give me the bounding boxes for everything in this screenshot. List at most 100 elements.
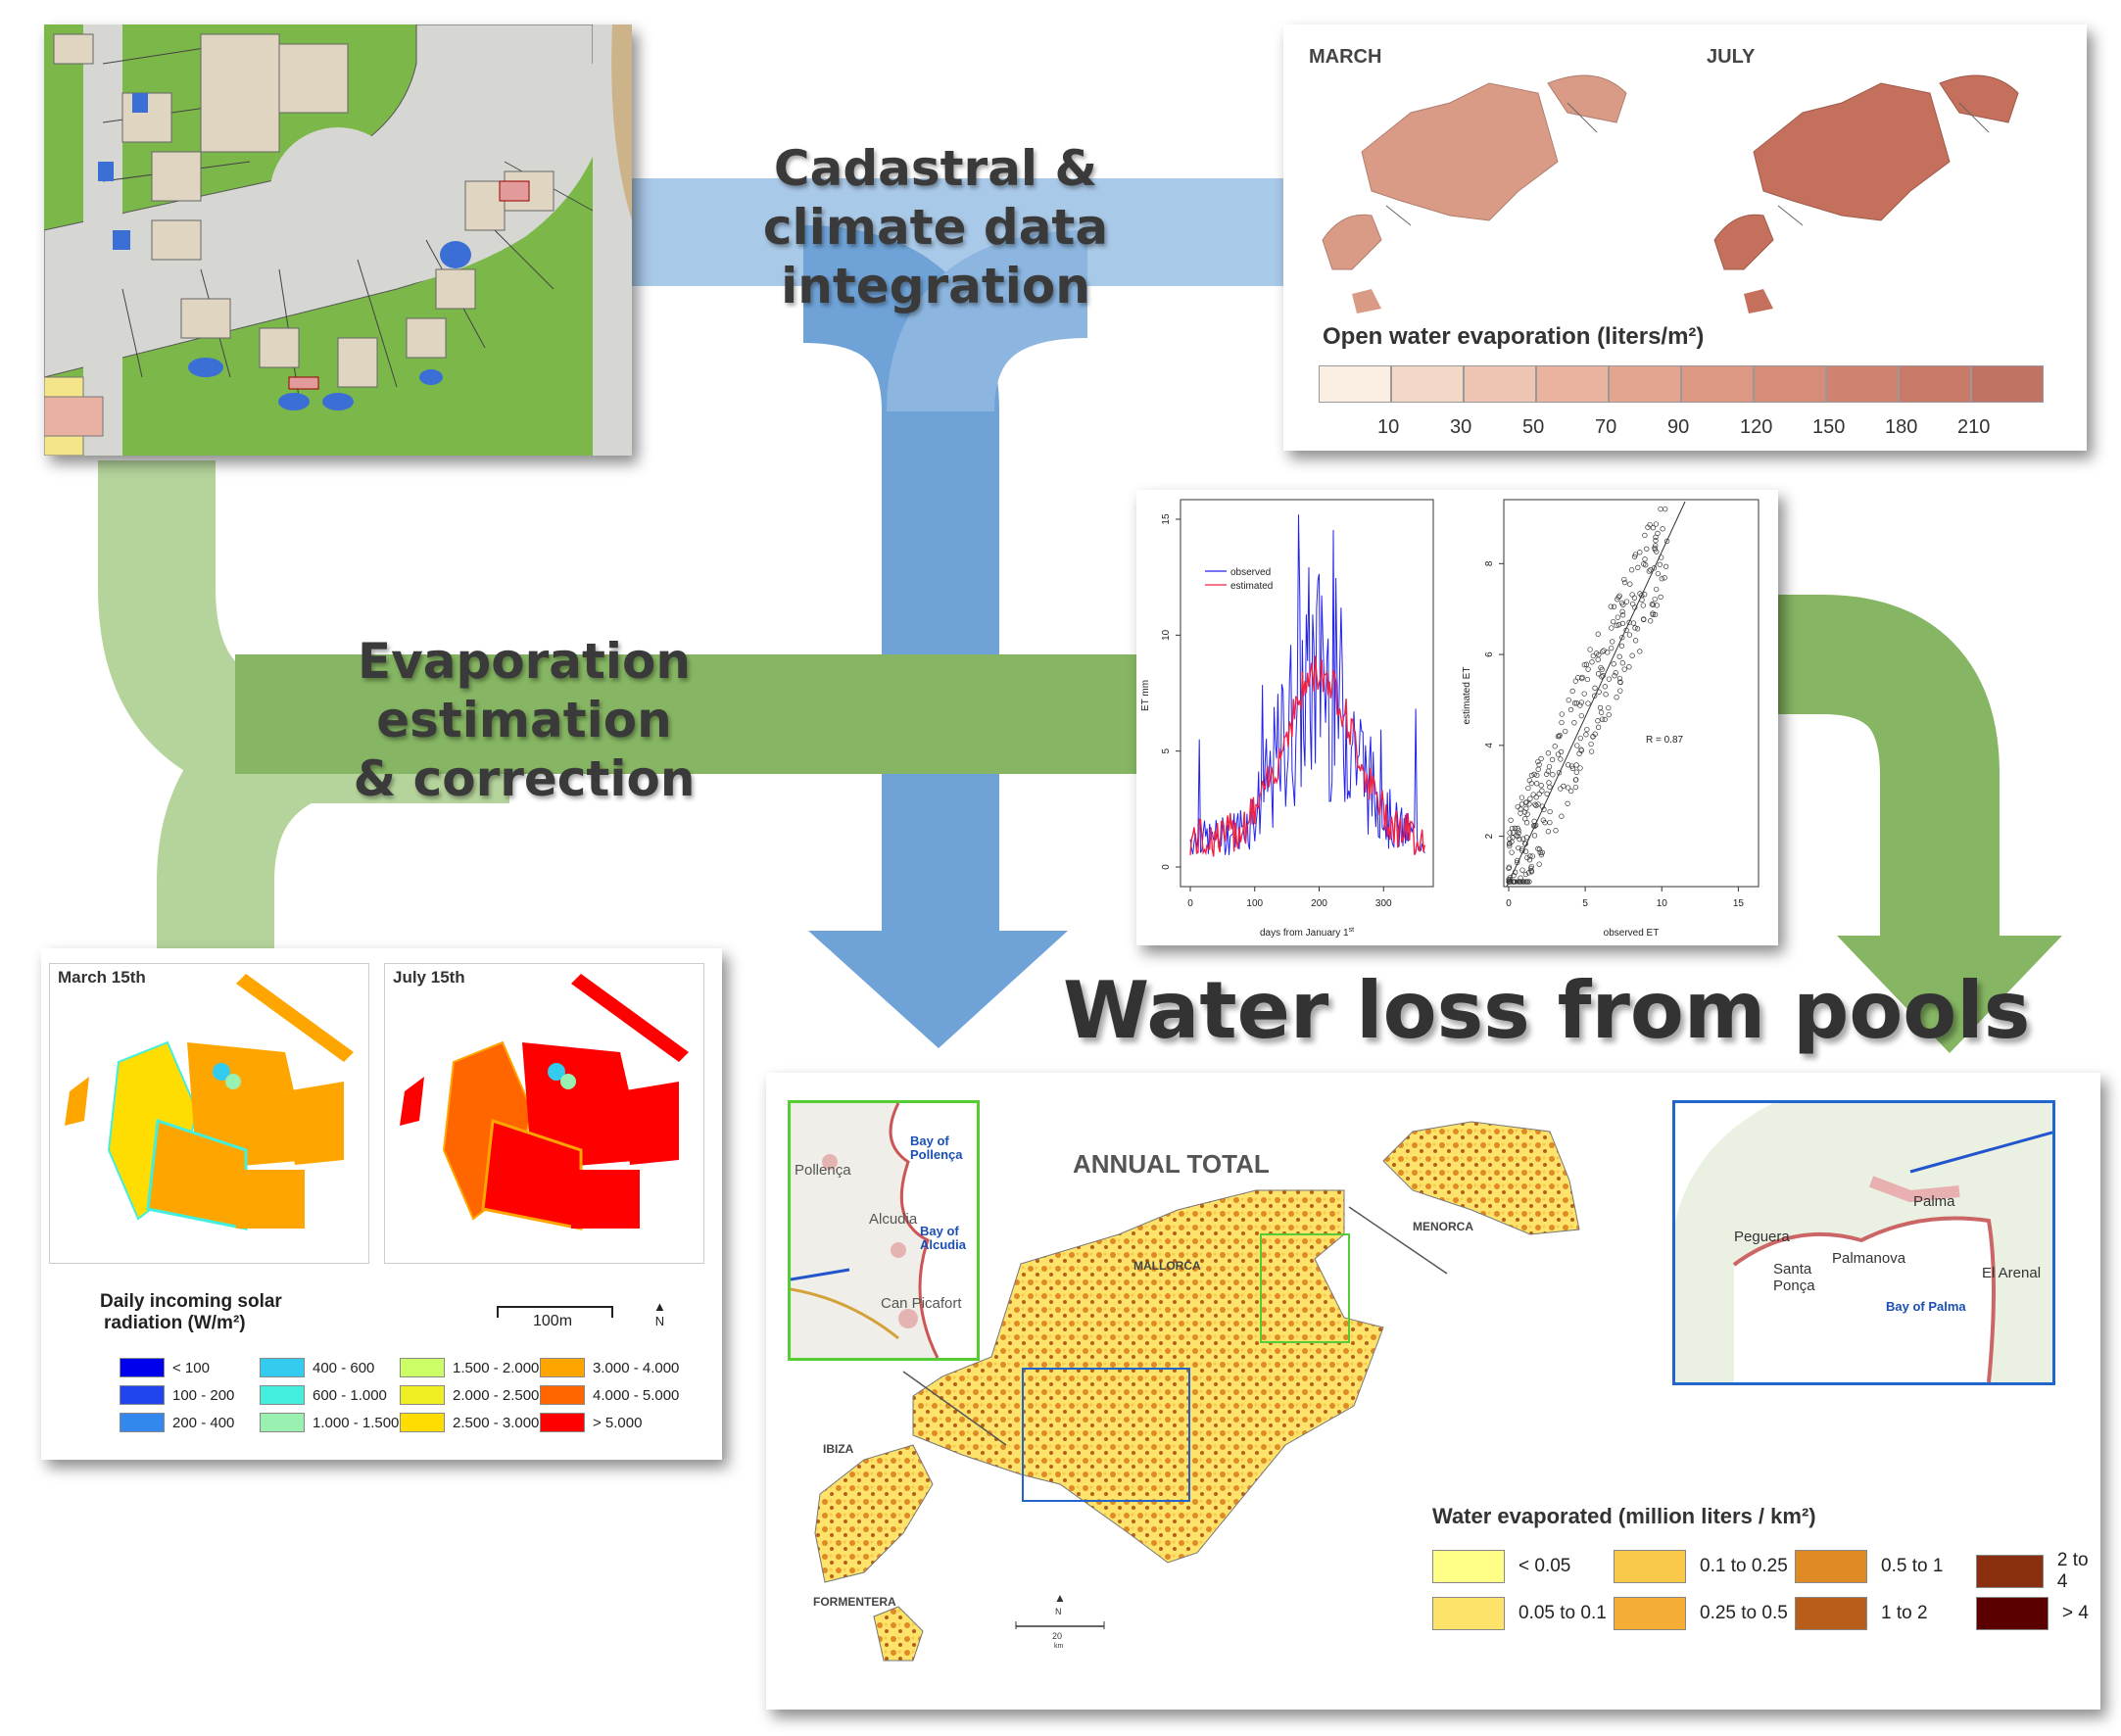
evaporation-legend-tick: 90 (1667, 416, 1690, 438)
label-formentera: FORMENTERA (813, 1595, 896, 1609)
scatter-point (1651, 565, 1658, 571)
scatter-point (1646, 568, 1652, 574)
scatter-point (1520, 836, 1526, 842)
march-islands-map (1322, 74, 1627, 313)
main-title: Water loss from pools (1063, 965, 2031, 1056)
scatter-point (1538, 851, 1545, 858)
evaporation-legend-tick: 210 (1957, 416, 1991, 438)
scatter-point (1637, 649, 1643, 654)
scatter-point (1536, 861, 1542, 867)
scatter-point (1619, 620, 1625, 627)
scatter-point (1642, 532, 1648, 539)
scatter-point (1558, 748, 1565, 755)
scatter-point (1519, 847, 1525, 854)
scatter-point (1574, 743, 1580, 748)
scatter-point (1578, 747, 1584, 752)
scatter-point (1539, 803, 1546, 809)
scatter-point (1621, 579, 1628, 586)
scatter-point (1639, 597, 1645, 603)
annual-title: ANNUAL TOTAL (1073, 1149, 1270, 1179)
scatter-point (1526, 879, 1532, 885)
scatter-point (1628, 567, 1635, 573)
annual-north-arrow-icon: ▲ (1054, 1591, 1066, 1605)
scatter-point (1614, 622, 1619, 629)
scatter-point (1529, 853, 1535, 859)
solar-legend-swatch (540, 1413, 585, 1432)
evaporation-legend-swatch (1899, 365, 1971, 403)
evaporation-legend-swatch (1609, 365, 1681, 403)
scatter-point (1571, 700, 1578, 706)
scatter-point (1526, 801, 1532, 807)
scatter-point (1518, 875, 1523, 881)
scatter-point (1619, 612, 1626, 618)
evaporation-legend-swatch (1464, 365, 1536, 403)
evaporation-legend-swatch (1391, 365, 1464, 403)
scatter-point (1655, 570, 1662, 577)
cadastral-map (44, 24, 632, 456)
scatter-point (1521, 809, 1528, 815)
scatter-point (1610, 639, 1615, 645)
solar-legend-swatch (400, 1385, 445, 1405)
annual-legend-label: > 4 (2062, 1603, 2089, 1623)
scatter-point (1637, 550, 1643, 555)
scatter-point (1559, 813, 1565, 819)
scatter-point (1507, 836, 1513, 842)
inset-can-picafort: Can Picafort (881, 1295, 962, 1312)
scatter-point (1556, 770, 1563, 776)
evaporation-legend-tick: 50 (1522, 416, 1545, 438)
annual-legend-item: < 0.05 (1432, 1550, 1570, 1583)
scatter-point (1608, 603, 1614, 609)
scatter-point (1623, 599, 1630, 604)
scatter-point (1653, 534, 1659, 540)
scatter-point (1573, 700, 1579, 706)
scatter-point (1605, 650, 1611, 655)
mallorca-north-box (1260, 1233, 1350, 1343)
evaporation-panel: MARCH JULY Open water evaporation (liter… (1283, 24, 2087, 451)
scatter-point (1621, 666, 1627, 672)
solar-legend-label: 4.000 - 5.000 (593, 1386, 680, 1404)
solar-legend-item: 1.500 - 2.000 (400, 1358, 539, 1377)
scatter-point (1544, 771, 1550, 777)
solar-legend-swatch (120, 1385, 165, 1405)
scatter-point (1626, 632, 1633, 638)
solar-scale-label: 100m (533, 1313, 573, 1329)
evaporation-label-line1: Evaporation estimation (357, 633, 691, 748)
scatter-point (1595, 656, 1601, 662)
scatter-point (1556, 733, 1563, 740)
scatter-point (1599, 716, 1606, 722)
evaporation-legend-tick: 180 (1885, 416, 1918, 438)
scatter-point (1631, 595, 1638, 601)
scatter-ylabel: estimated ET (1462, 667, 1472, 725)
annual-legend-swatch (1795, 1597, 1867, 1630)
march-solar-map-frame: March 15th (49, 963, 369, 1264)
solar-radiation-panel: March 15th July 15th Daily incoming sol (41, 948, 722, 1460)
scatter-point (1588, 748, 1595, 754)
inset-left-map: Bay of Pollença Bay of Alcudia Pollença … (788, 1100, 980, 1361)
scatter-point (1573, 777, 1579, 783)
scatter-point (1565, 800, 1570, 806)
integration-flow-label: Cadastral & climate data integration (754, 139, 1117, 315)
scatter-point (1595, 724, 1602, 730)
scatter-point (1602, 716, 1608, 723)
line-plot-y-tick-label: 15 (1161, 513, 1172, 525)
evaporation-legend-swatch (1681, 365, 1754, 403)
annual-legend-label: 1 to 2 (1881, 1603, 1928, 1623)
scatter-point (1631, 554, 1638, 559)
scatter-point (1561, 783, 1567, 790)
scatter-point (1617, 679, 1623, 685)
scatter-point (1538, 783, 1544, 789)
scatter-point (1652, 611, 1659, 618)
integration-label-line2: climate data (762, 199, 1109, 256)
green-flow-horizontal (235, 654, 1146, 774)
scatter-point (1510, 879, 1517, 885)
scatter-point (1658, 506, 1663, 512)
scatter-point (1598, 709, 1605, 715)
annual-legend-label: < 0.05 (1518, 1556, 1571, 1576)
line-plot-x-tick-label: 100 (1246, 898, 1263, 909)
scatter-point (1588, 741, 1594, 747)
scatter-point (1579, 675, 1585, 682)
